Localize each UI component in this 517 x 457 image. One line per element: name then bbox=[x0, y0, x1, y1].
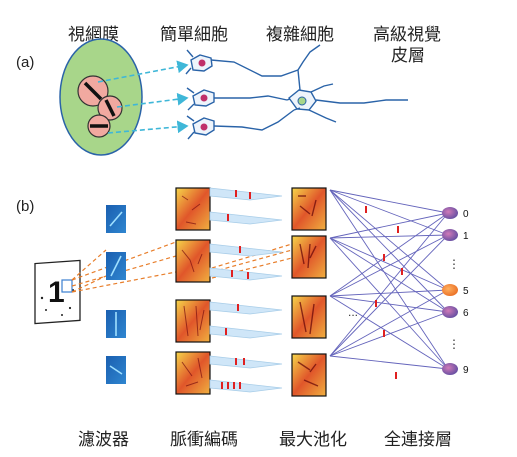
input-digit: 1 bbox=[48, 276, 65, 309]
simple-cell-nucleus-1 bbox=[198, 59, 206, 67]
pooled-map-3 bbox=[291, 295, 327, 339]
fully-connected-lines bbox=[329, 189, 449, 370]
pulse-encoding-label: 脈衝編碼 bbox=[170, 430, 238, 450]
retina-to-cell-arrows bbox=[97, 60, 189, 134]
complex-cell-nucleus bbox=[297, 96, 307, 106]
filter-3 bbox=[106, 310, 126, 338]
feature-map-2 bbox=[175, 239, 211, 283]
panel-a-tag: (a) bbox=[16, 54, 35, 71]
feature-map-4 bbox=[175, 351, 211, 395]
cortex-label: 皮層 bbox=[391, 46, 425, 66]
output-label-9: 9 bbox=[463, 365, 469, 376]
output-vdots-1: ⋮ bbox=[448, 257, 460, 271]
feature-map-texture bbox=[181, 195, 205, 387]
max-pooling-label: 最大池化 bbox=[279, 430, 347, 450]
pooled-map-1 bbox=[291, 187, 327, 231]
output-label-1: 1 bbox=[463, 231, 469, 242]
receptive-field-1 bbox=[77, 75, 109, 107]
output-label-5: 5 bbox=[463, 286, 469, 297]
feature-map-3 bbox=[175, 299, 211, 343]
filter-bank bbox=[106, 205, 126, 384]
output-label-0: 0 bbox=[463, 209, 469, 220]
panel-b-tag: (b) bbox=[16, 198, 35, 215]
filter-4 bbox=[106, 356, 126, 384]
receptive-projection-lines bbox=[71, 241, 293, 293]
output-node-6 bbox=[442, 306, 458, 318]
filter-1 bbox=[106, 205, 126, 233]
spike-planes bbox=[209, 187, 283, 393]
simple-cell-label: 簡單細胞 bbox=[160, 25, 228, 45]
pooled-map-texture bbox=[297, 195, 319, 387]
filter-2 bbox=[106, 252, 126, 280]
pooled-map-4 bbox=[291, 353, 327, 397]
feature-maps bbox=[175, 187, 211, 395]
output-node-1 bbox=[442, 229, 458, 241]
output-node-9 bbox=[442, 363, 458, 375]
simple-cell-nucleus-3 bbox=[200, 123, 208, 131]
filters-label: 濾波器 bbox=[78, 430, 129, 450]
pooled-maps bbox=[291, 187, 327, 397]
spike-marks bbox=[221, 190, 251, 389]
output-label-6: 6 bbox=[463, 308, 469, 319]
neuron-network bbox=[185, 44, 408, 140]
layer-ellipsis: ... bbox=[348, 305, 358, 319]
output-node-0 bbox=[442, 207, 458, 219]
output-vdots-2: ⋮ bbox=[448, 337, 460, 351]
higher-visual-label: 高級視覺 bbox=[373, 25, 441, 45]
fully-connected-label: 全連接層 bbox=[384, 430, 452, 450]
simple-cell-nucleus-2 bbox=[200, 94, 208, 102]
output-nodes bbox=[442, 207, 458, 375]
receptive-field-3 bbox=[87, 114, 111, 138]
fc-spike-marks bbox=[365, 206, 403, 379]
output-node-5-active bbox=[442, 284, 458, 296]
feature-map-1 bbox=[175, 187, 211, 231]
receptive-field-2 bbox=[97, 95, 123, 121]
complex-cell-label: 複雜細胞 bbox=[266, 25, 334, 45]
